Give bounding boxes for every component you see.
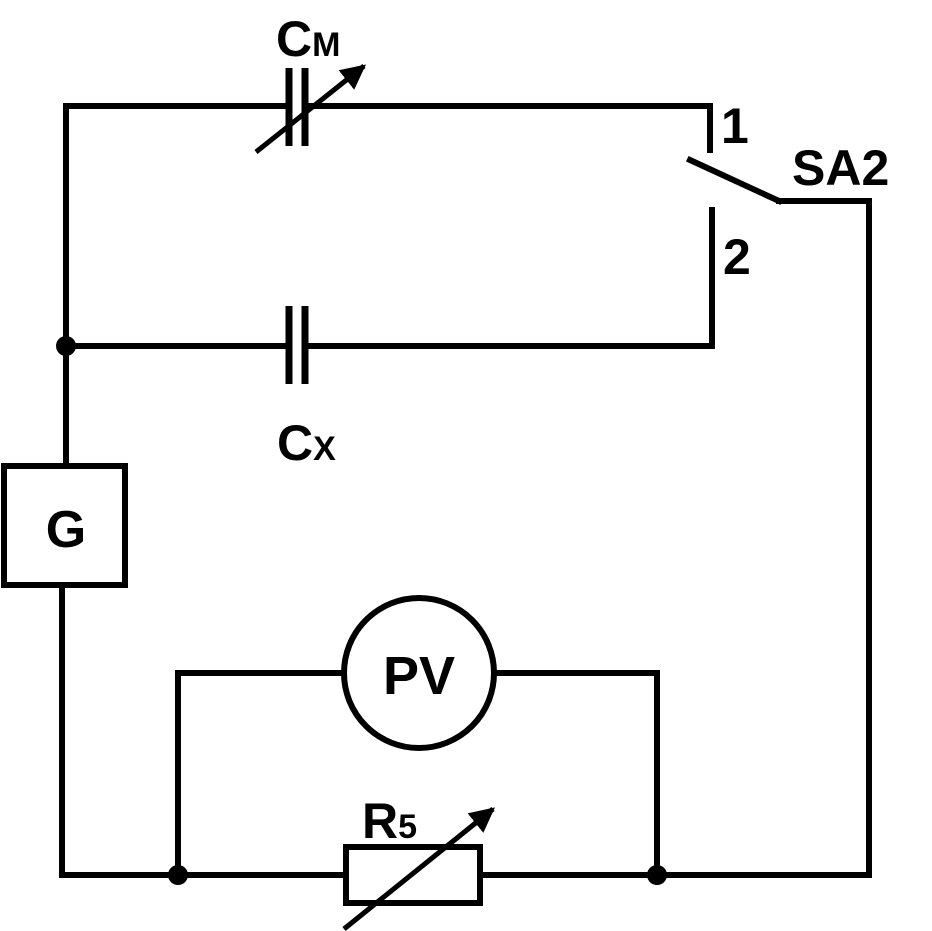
generator-label: G	[46, 501, 86, 559]
svg-text:R5: R5	[362, 793, 417, 849]
wire-top-left	[63, 103, 289, 469]
capacitor-cm-adjust-arrow	[254, 64, 366, 154]
voltmeter-label: PV	[383, 646, 455, 706]
resistor-adjust-arrow	[342, 807, 495, 931]
cm-subscript: M	[312, 26, 340, 64]
generator-box	[1, 463, 128, 588]
junction-dot-bottom-left	[168, 865, 188, 885]
contact-1-label: 1	[721, 98, 749, 154]
wire-top-right	[303, 103, 713, 153]
wire-middle-right	[303, 207, 715, 349]
wire-resistor-right	[478, 198, 872, 878]
junction-dot-left	[56, 336, 76, 356]
resistor-subscript: 5	[398, 808, 417, 846]
cx-label: C	[277, 415, 313, 471]
contact-2-label: 2	[723, 229, 751, 285]
wire-voltmeter-left	[175, 670, 346, 878]
switch-label: SA2	[792, 140, 889, 196]
resistor-label: R	[362, 793, 398, 849]
wire-voltmeter-right	[490, 670, 660, 878]
voltmeter-circle	[341, 595, 497, 751]
svg-text:CM: CM	[276, 11, 340, 67]
cm-label: C	[276, 11, 312, 67]
svg-text:CX: CX	[277, 415, 336, 471]
junction-dot-bottom-right	[647, 865, 667, 885]
wire-generator-bottom	[59, 585, 349, 878]
cx-subscript: X	[313, 430, 336, 468]
switch-blade[interactable]	[686, 156, 783, 205]
